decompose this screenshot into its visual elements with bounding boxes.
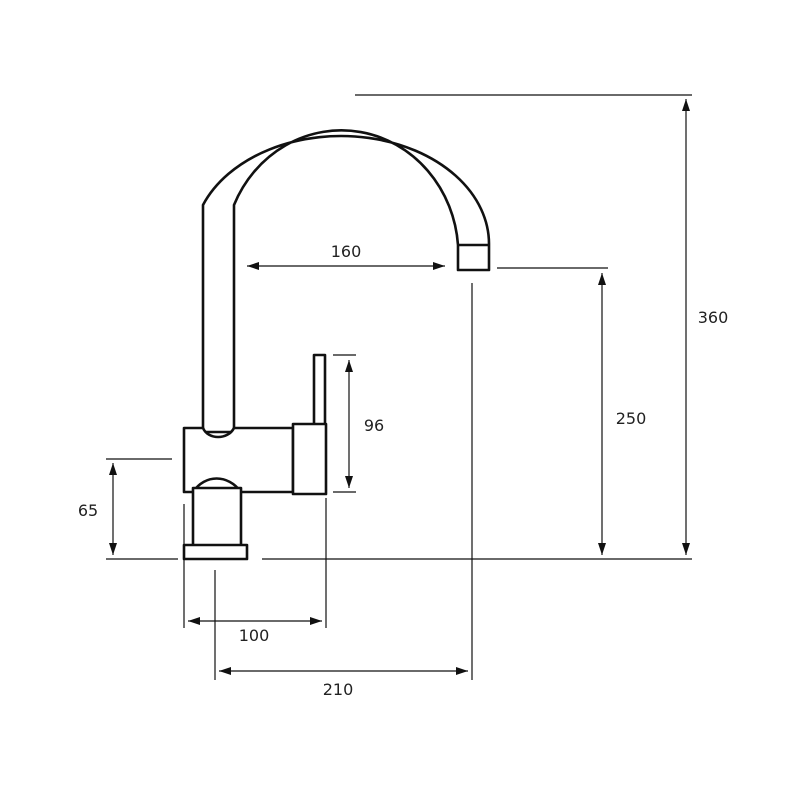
arrow-base-height-top — [109, 463, 117, 475]
arrow-base-height-bottom — [109, 543, 117, 555]
tap-neck — [191, 486, 243, 548]
arrow-total-reach-right — [456, 667, 468, 675]
arrow-handle-height-bottom — [345, 476, 353, 488]
spout-outline — [201, 129, 491, 434]
arrow-spout-reach-left — [247, 262, 259, 270]
arrow-outlet-height-bottom — [598, 543, 606, 555]
arrow-body-width-left — [188, 617, 200, 625]
label-spout-reach: 160 — [331, 242, 362, 261]
arrow-body-width-right — [310, 617, 322, 625]
dimension-lines — [109, 99, 690, 675]
tap-body — [182, 426, 295, 494]
tap-outline — [182, 129, 491, 561]
handle-lever — [312, 353, 327, 430]
label-total-height: 360 — [698, 308, 729, 327]
label-total-reach: 210 — [323, 680, 354, 699]
extension-lines — [106, 94, 692, 680]
handle-hub — [291, 422, 328, 496]
arrow-spout-reach-right — [433, 262, 445, 270]
arrow-total-height-bottom — [682, 543, 690, 555]
arrow-handle-height-top — [345, 360, 353, 372]
label-base-height: 65 — [78, 501, 98, 520]
dimension-labels: 160 96 250 360 65 100 210 — [78, 242, 728, 699]
tap-base-flange — [182, 543, 249, 561]
arrow-outlet-height-top — [598, 273, 606, 285]
arrow-total-reach-left — [219, 667, 231, 675]
label-outlet-height: 250 — [616, 409, 647, 428]
arrow-total-height-top — [682, 99, 690, 111]
label-handle-height: 96 — [364, 416, 384, 435]
label-body-width: 100 — [239, 626, 270, 645]
